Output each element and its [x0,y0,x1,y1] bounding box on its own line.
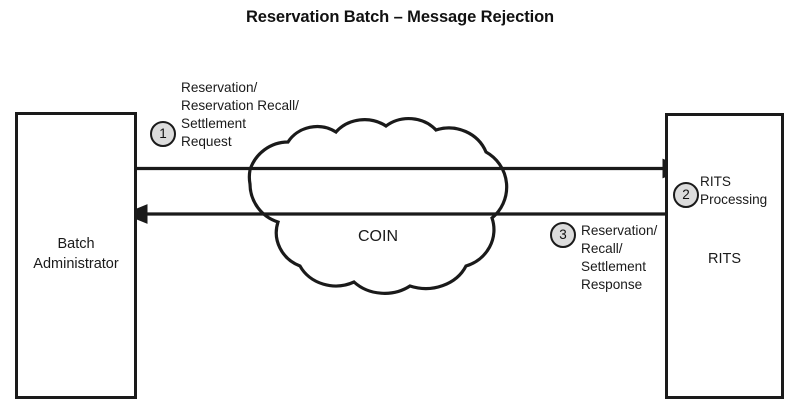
node-batch-administrator[interactable]: Batch Administrator [15,112,137,399]
node-rits[interactable]: RITS [665,113,784,399]
diagram-title: Reservation Batch – Message Rejection [245,8,555,26]
node-rits-label: RITS [707,251,742,267]
node-batch-administrator-label: Batch Administrator [33,236,119,272]
step-marker-2[interactable]: 2 [673,182,699,208]
step-2-label: RITS Processing [700,174,768,208]
network-cloud-label: COIN [358,228,398,245]
step-1-label: Reservation/ Reservation Recall/ Settlem… [181,80,299,150]
step-3-label: Reservation/ Recall/ Settlement Response [581,223,658,293]
step-marker-3[interactable]: 3 [550,222,576,248]
step-marker-1[interactable]: 1 [150,121,176,147]
